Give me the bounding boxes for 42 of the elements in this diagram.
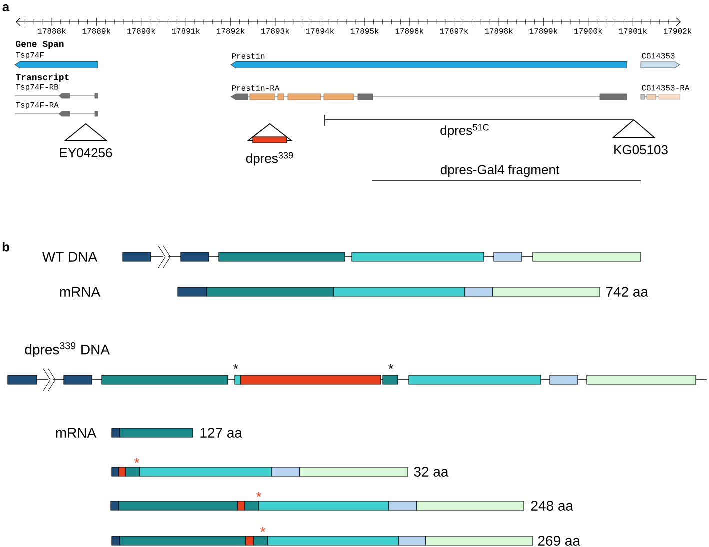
stop-codon-asterisk: * bbox=[134, 458, 140, 464]
stop-codon-asterisk: * bbox=[256, 492, 262, 498]
tick-label: 17889k bbox=[82, 28, 111, 34]
tick-label: 17893k bbox=[262, 28, 290, 34]
protein-length: 742 aa bbox=[606, 287, 649, 297]
protein-length: 127 aa bbox=[200, 428, 242, 438]
transcript-name: Tsp74F-RA bbox=[16, 102, 59, 110]
stop-codon-asterisk: * bbox=[234, 364, 239, 370]
protein-length: 32 aa bbox=[414, 467, 449, 477]
track-title: Gene Span bbox=[16, 41, 64, 49]
tick-label: 17888k bbox=[38, 28, 66, 34]
row-label: mRNA bbox=[56, 428, 97, 438]
tick-label: 17894k bbox=[306, 28, 334, 34]
transcript-name: Tsp74F-RB bbox=[16, 84, 59, 92]
stop-codon-asterisk: * bbox=[388, 364, 394, 370]
gene-name: CG14353 bbox=[642, 53, 675, 59]
tick-label: 17899k bbox=[530, 28, 558, 34]
row-label: mRNA bbox=[60, 287, 101, 297]
protein-length: 269 aa bbox=[538, 536, 581, 546]
tick-label: 17896k bbox=[396, 28, 424, 34]
tick-label: 17897k bbox=[440, 28, 468, 34]
tick-label: 17895k bbox=[351, 28, 379, 34]
panel-label: b bbox=[2, 242, 10, 252]
tick-label: 17890k bbox=[128, 28, 156, 34]
tick-label: 17902k bbox=[664, 28, 692, 34]
deletion-label: dpres$^{51C}$ bbox=[440, 124, 490, 138]
tick-label: 17892k bbox=[216, 28, 245, 34]
tick-label: 17900k bbox=[574, 28, 602, 34]
gene-name: Tsp74F bbox=[16, 52, 44, 60]
tick-label: 17898k bbox=[485, 28, 513, 34]
row-label: dpres$^{339}$ DNA bbox=[25, 342, 110, 358]
panel-label: a bbox=[2, 4, 10, 12]
protein-length: 248 aa bbox=[531, 501, 574, 511]
tick-label: 17901k bbox=[619, 28, 648, 34]
row-label: WT DNA bbox=[42, 252, 98, 262]
tick-label: 17891k bbox=[172, 28, 200, 34]
transcript-name: CG14353-RA bbox=[642, 85, 690, 91]
stop-codon-asterisk: * bbox=[260, 527, 266, 532]
fragment-label: dpres-Gal4 fragment bbox=[440, 164, 560, 178]
transcript-name: Prestin-RA bbox=[232, 85, 280, 91]
track-title: Transcript bbox=[16, 74, 69, 82]
gene-name: Prestin bbox=[232, 53, 265, 59]
